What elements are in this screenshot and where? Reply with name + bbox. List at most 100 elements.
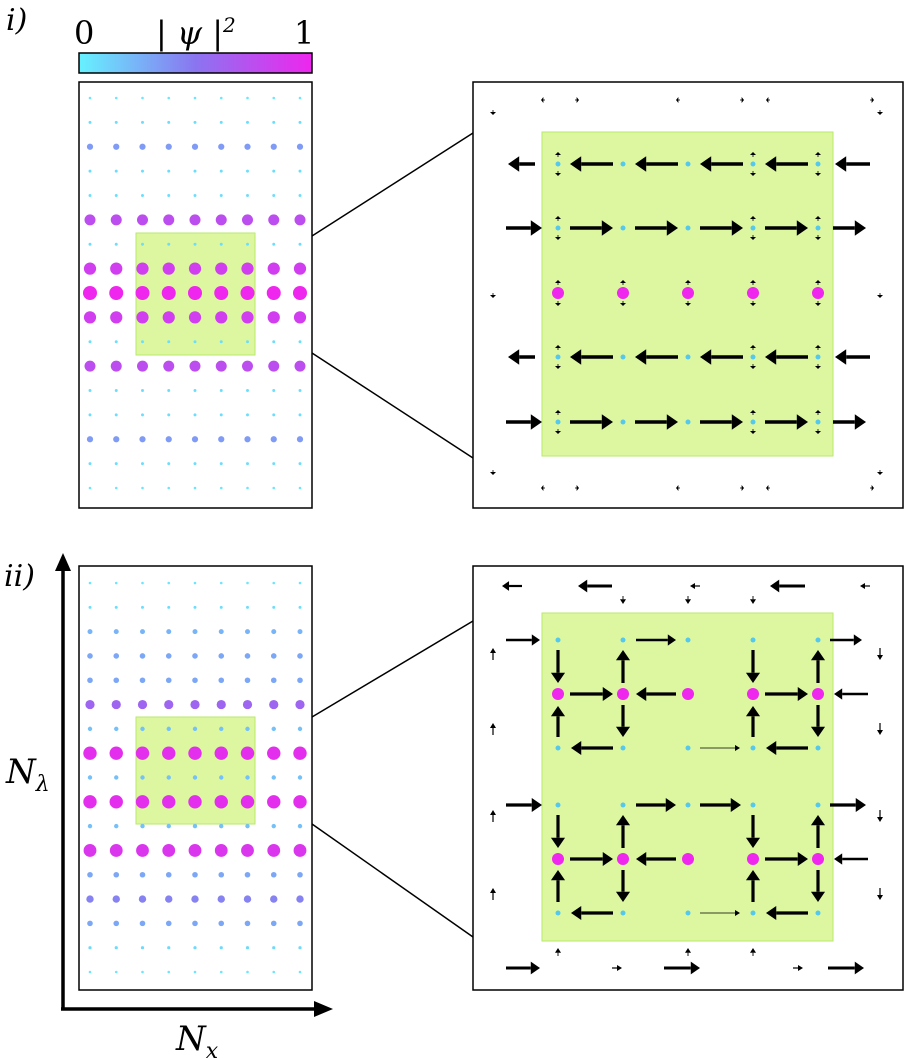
current-arrow [810,650,826,683]
lattice-site [295,699,305,710]
lattice-site [167,340,171,344]
lattice-site [240,286,255,300]
lattice-site [297,775,303,780]
lattice-site [114,96,118,100]
lattice-site [86,143,94,150]
minor-arrow [750,364,756,369]
lattice-site [192,677,198,684]
lattice-site [244,653,251,659]
current-arrow [508,156,535,172]
lattice-site [270,677,277,684]
lattice-site [271,775,276,780]
current-arrow [810,870,826,902]
lattice-site [296,895,304,903]
minor-arrow [490,888,496,900]
minor-arrow [750,429,756,434]
lattice-site [88,194,92,197]
current-arrow [766,740,808,756]
lattice-site [267,262,280,275]
lattice-site [246,389,249,392]
lattice-site [193,194,197,197]
lattice-site [141,413,144,417]
lattice-site [166,726,171,732]
lattice-site [293,286,307,300]
colorbar-min-label: 0 [74,14,94,52]
minor-arrow [575,97,579,103]
zoom-site [555,225,561,231]
current-arrow [570,349,613,365]
minor-arrow [870,485,874,491]
lattice-site [113,677,120,684]
minor-arrow [815,235,821,240]
minor-arrow [541,485,545,491]
zoom-site [750,637,756,643]
lattice-site [298,169,302,173]
x-axis-arrowhead [314,1001,333,1017]
current-arrow [766,905,808,921]
zoom-site [620,354,626,360]
current-arrow [635,349,678,365]
minor-arrow [815,429,821,434]
lattice-site [298,389,302,392]
zoom-site [685,354,691,360]
lattice-site [192,823,198,829]
zoom-site [812,853,824,865]
y-axis-arrowhead [55,553,71,571]
zoom-site [750,910,756,916]
minor-arrow [676,485,680,491]
lattice-site [241,311,254,324]
current-arrow [550,870,566,902]
lattice-site [219,823,224,829]
lattice-site [297,726,303,732]
lattice-site [219,194,223,197]
lattice-site [298,605,302,609]
lattice-site [137,214,148,226]
lattice-site [267,795,281,809]
lattice-site [216,699,226,710]
lattice-site [296,436,304,443]
colorbar-title: | ψ |2 [156,13,236,52]
minor-arrow [620,280,626,285]
lattice-site [167,413,171,417]
lattice-site [297,871,303,878]
lattice-site [114,462,118,466]
minor-arrow [750,948,756,956]
lattice-site [166,823,171,829]
lattice-site [83,795,97,809]
minor-arrow [620,596,626,604]
lattice-site [113,143,120,150]
zoom-site [815,745,821,751]
zoom-site [555,910,561,916]
minor-arrow [750,171,756,176]
panel-ii-lattice [78,565,313,991]
zoom-site [812,287,824,299]
lattice-site [272,96,276,100]
lattice-site [297,677,303,684]
lattice-site [298,970,302,974]
lattice-site [218,653,225,659]
lattice-site [165,653,172,659]
lattice-site [139,653,146,659]
zoom-site [620,637,626,643]
lattice-site [138,895,147,903]
lattice-site [272,581,276,585]
lattice-site [215,360,227,372]
current-arrow [506,220,542,236]
zoom-site [555,161,561,167]
lattice-site [88,946,92,950]
current-arrow [830,797,866,813]
current-arrow [570,851,613,867]
minor-arrow [750,301,756,306]
lattice-site [87,629,93,635]
lattice-site [113,920,120,927]
lattice-site [246,194,249,197]
lattice-site [140,629,145,635]
lattice-site [141,194,144,197]
lattice-site [293,795,307,809]
minor-arrow [555,171,561,176]
panel-ii-zoom-highlight [541,612,834,942]
minor-arrow [815,410,821,415]
zoom-site [685,225,691,231]
lattice-site [163,360,175,372]
lattice-site [87,920,93,927]
